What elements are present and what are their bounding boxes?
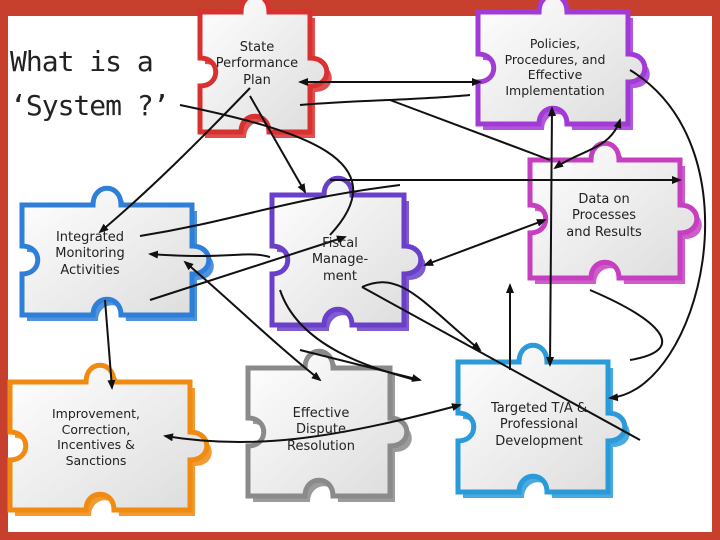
piece-label-policies: Policies, Procedures, and Effective Impl…: [490, 36, 620, 99]
connector-arrow-22: [589, 289, 664, 361]
piece-label-integrated-monitoring: Integrated Monitoring Activities: [40, 230, 140, 279]
piece-label-state-performance-plan: State Performance Plan: [212, 40, 302, 89]
improvement-line-4: Sanctions: [65, 452, 127, 468]
improvement-line-1: Improvement,: [51, 406, 141, 421]
targeted-line-2: Professional: [499, 417, 579, 433]
puzzle-piece-improvement: [7, 362, 210, 513]
connector-arrow-3: [179, 104, 355, 236]
spp-line-1: State: [239, 40, 275, 55]
title-line-2: ‘System ?’: [10, 89, 170, 122]
policies-line-1: Policies,: [529, 36, 581, 51]
integrated-line-3: Activities: [60, 262, 120, 278]
fiscal-line-2: Manage-: [311, 252, 369, 268]
connector-arrow-18: [546, 106, 556, 367]
fiscal-line-1: Fiscal: [322, 236, 358, 251]
connector-arrow-2: [98, 87, 251, 234]
connector-arrow-10: [148, 250, 271, 259]
policies-line-4: Implementation: [505, 82, 605, 98]
data-line-2: Processes: [571, 208, 637, 224]
connector-arrow-8: [361, 286, 641, 441]
connector-arrow-5: [553, 118, 622, 170]
improvement-line-3: Incentives &: [57, 437, 135, 453]
piece-label-fiscal-management: Fiscal Manage- ment: [300, 236, 380, 285]
piece-label-data-processes: Data on Processes and Results: [556, 192, 652, 241]
connector-arrow-6: [423, 219, 547, 266]
connector-arrow-23: [299, 94, 471, 106]
connector-arrow-12: [183, 260, 322, 382]
connector-arrow-7: [361, 281, 482, 352]
integrated-line-2: Monitoring: [55, 246, 125, 262]
slide-title: What is a ‘System ?’: [10, 40, 180, 128]
spp-line-3: Plan: [243, 72, 271, 88]
data-line-3: and Results: [566, 224, 642, 240]
piece-label-dispute-resolution: Effective Dispute Resolution: [276, 406, 366, 455]
connector-arrow-13: [104, 299, 116, 390]
connector-arrow-21: [389, 99, 551, 161]
connector-arrow-14: [149, 235, 347, 301]
connector-arrow-4: [249, 95, 306, 194]
data-line-1: Data on: [578, 192, 630, 207]
puzzle-piece-policies: [475, 0, 648, 127]
connector-arrow-20: [608, 69, 706, 402]
targeted-line-1: Targeted T/A &: [490, 401, 588, 416]
dispute-line-2: Dispute: [296, 422, 346, 438]
dispute-line-3: Resolution: [287, 438, 355, 454]
policies-line-2: Procedures, and: [504, 51, 606, 67]
connector-arrow-15: [163, 403, 462, 444]
puzzle-piece-state-performance-plan: [197, 0, 330, 135]
spp-line-2: Performance: [215, 56, 299, 72]
improvement-line-2: Correction,: [61, 421, 131, 437]
title-line-1: What is a: [10, 45, 154, 78]
connector-arrow-11: [139, 184, 401, 237]
dispute-line-1: Effective: [292, 406, 350, 421]
integrated-line-1: Integrated: [55, 230, 125, 245]
connector-arrow-19: [279, 289, 416, 381]
piece-label-targeted-ta: Targeted T/A & Professional Development: [480, 401, 598, 450]
fiscal-line-3: ment: [323, 268, 357, 284]
piece-label-improvement: Improvement, Correction, Incentives & Sa…: [40, 406, 152, 469]
policies-line-3: Effective: [527, 67, 583, 83]
puzzle-piece-targeted-ta: [455, 342, 628, 495]
targeted-line-3: Development: [495, 433, 583, 449]
